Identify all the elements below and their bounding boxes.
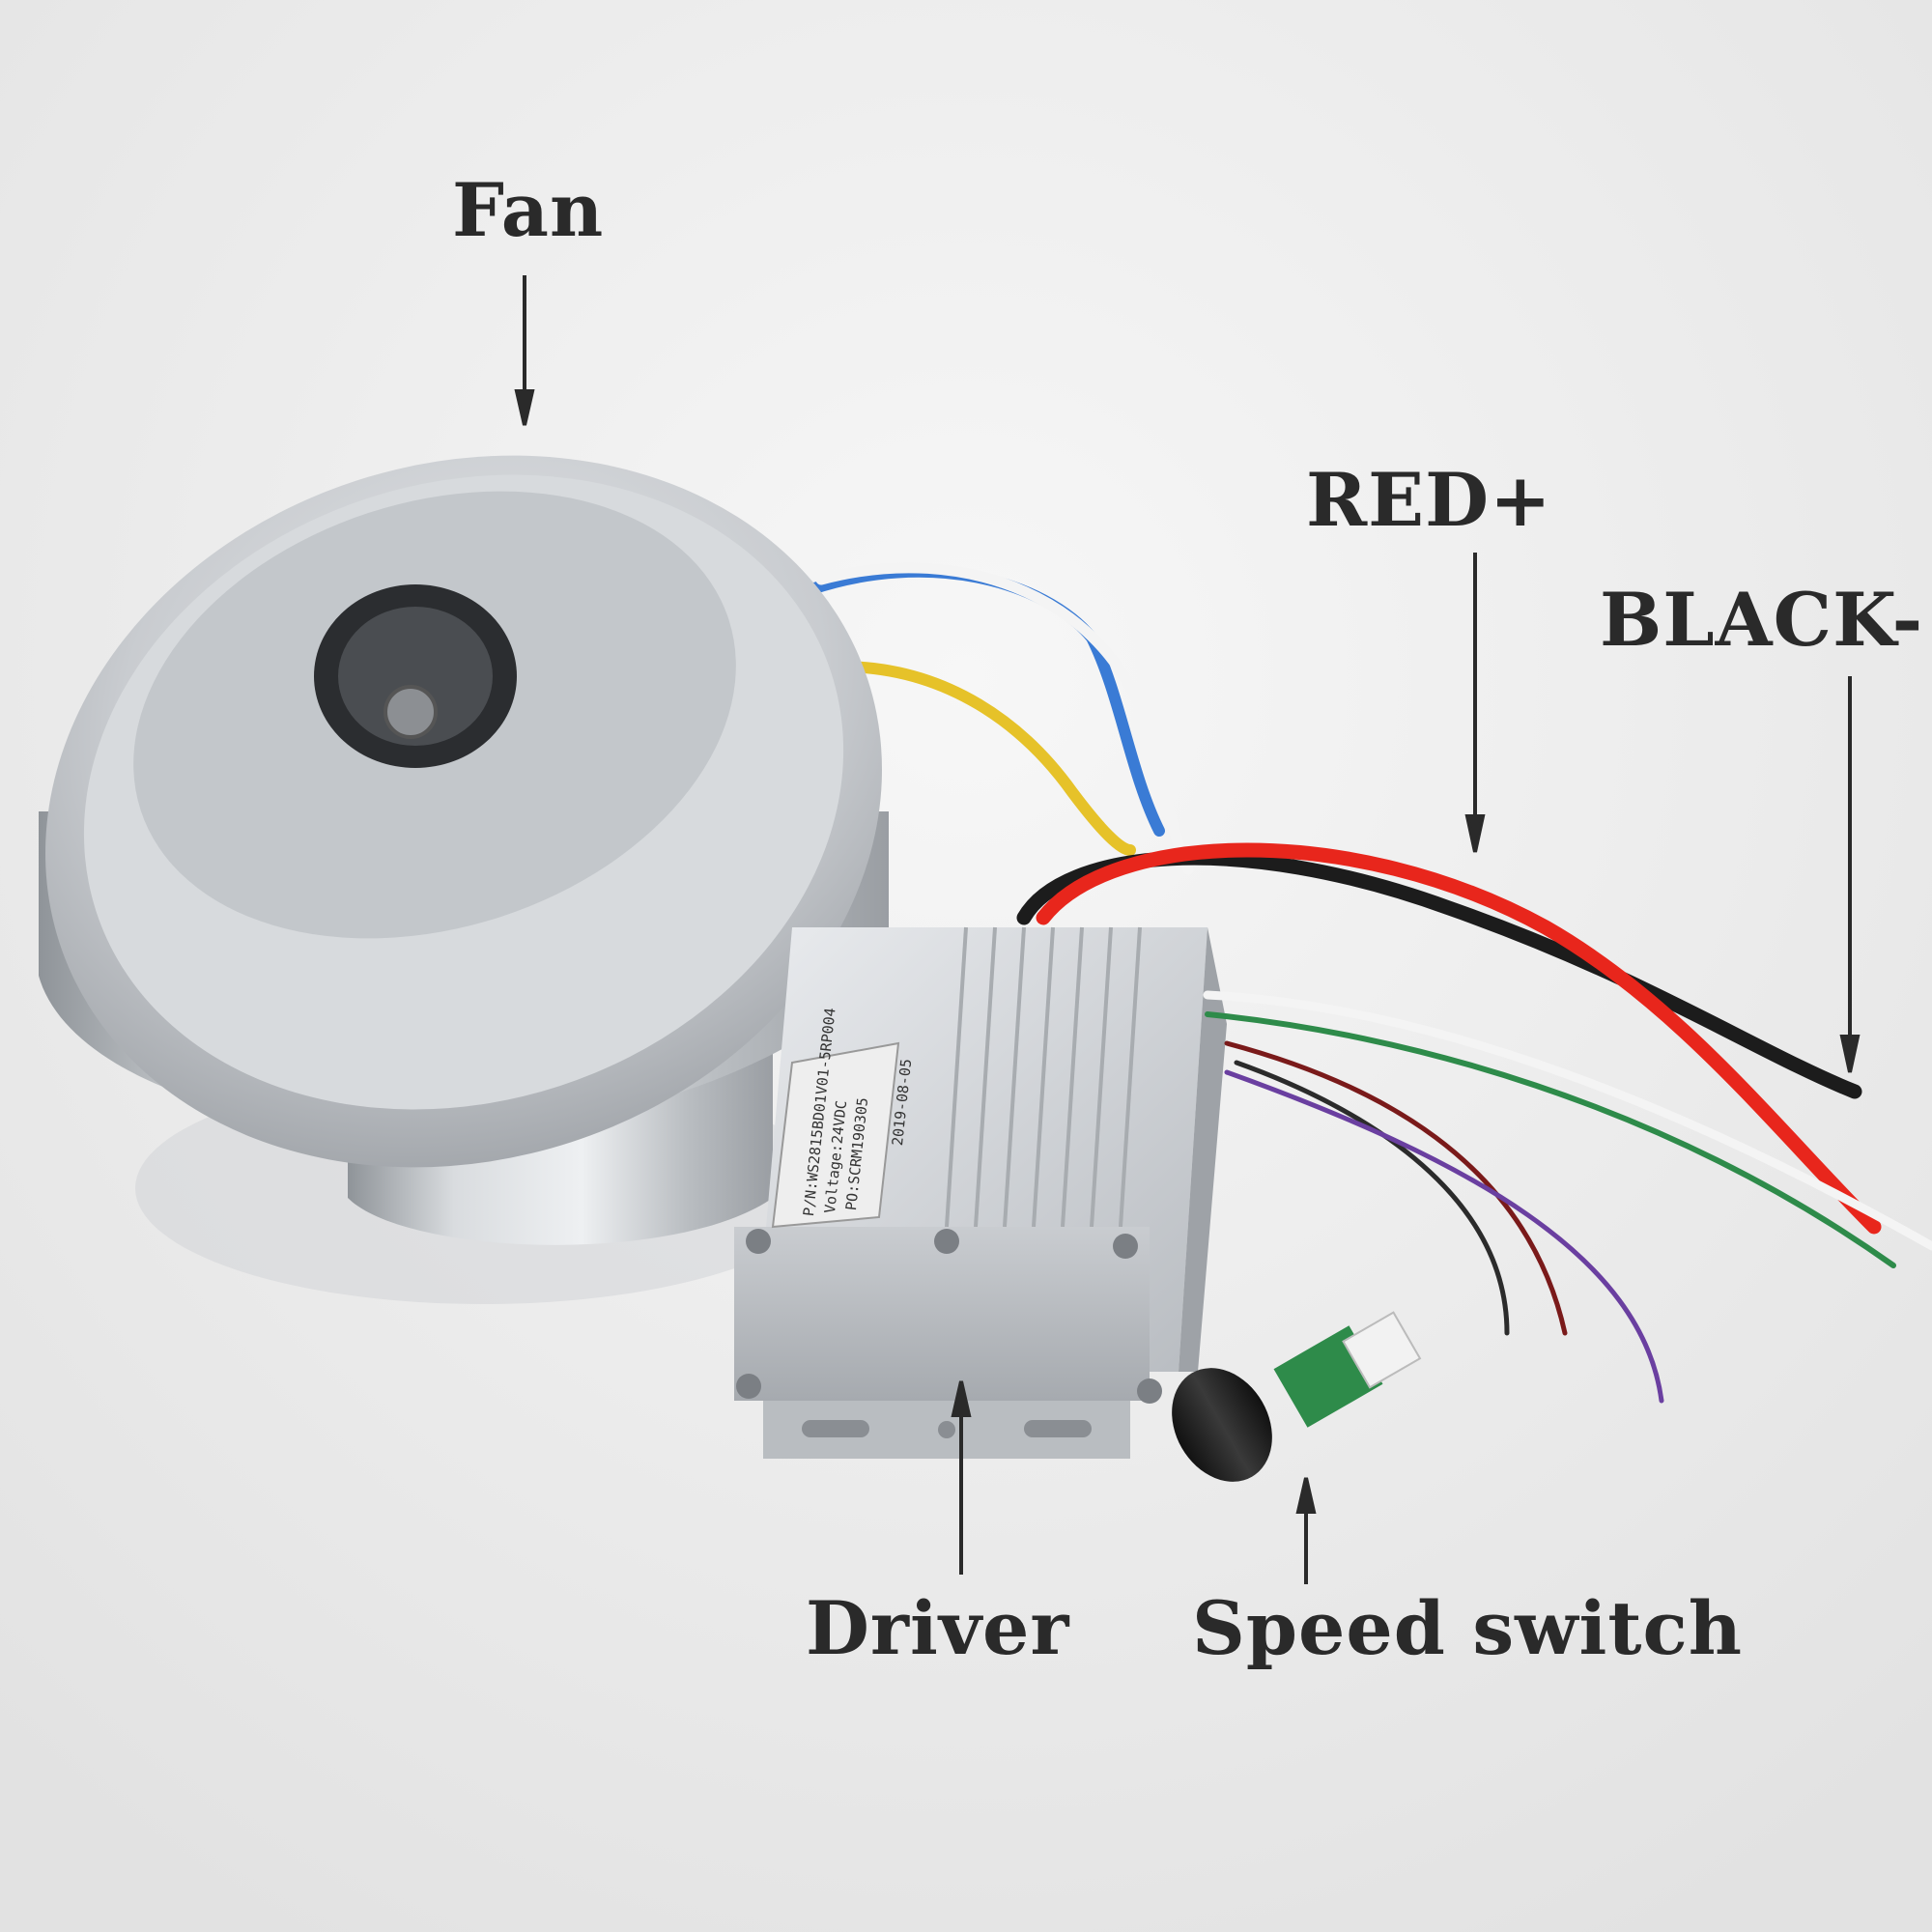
- speed-switch-label: Speed switch: [1192, 1585, 1744, 1671]
- red-plus-label: RED+: [1306, 457, 1552, 543]
- speed-switch: [1172, 1311, 1422, 1482]
- fan-label: Fan: [452, 167, 605, 253]
- speed-switch-arrow: [1295, 1477, 1317, 1584]
- driver-arrow: [951, 1380, 972, 1575]
- fan-motor: [39, 455, 889, 1304]
- fan-arrow: [514, 275, 535, 426]
- driver-label: Driver: [806, 1585, 1070, 1671]
- red-arrow: [1464, 553, 1486, 853]
- black-minus-label: BLACK-: [1600, 577, 1924, 663]
- pointer-arrows: [514, 275, 1861, 1584]
- output-wires: [1016, 842, 1932, 1404]
- driver-box: [734, 926, 1227, 1459]
- black-arrow: [1839, 676, 1861, 1073]
- motor-wires: [806, 562, 1194, 875]
